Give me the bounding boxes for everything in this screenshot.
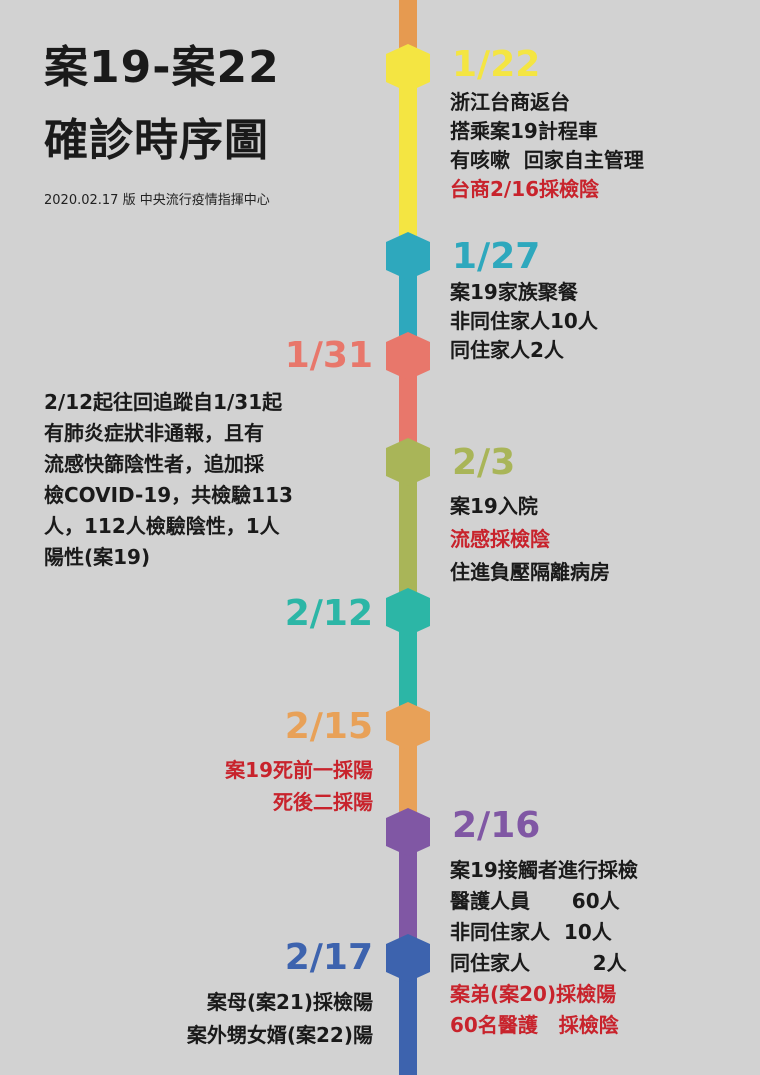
timeline-marker-hexagon [386, 588, 430, 636]
event-line-highlight: 流感採檢陰 [450, 527, 550, 551]
date-2-15: 2/15 [284, 706, 373, 747]
event-line: 案19接觸者進行採檢 [450, 858, 638, 882]
event-line-highlight: 60名醫護 採檢陰 [450, 1013, 619, 1037]
event-line: 案外甥女婿(案22)陽 [186, 1023, 373, 1047]
event-line-highlight: 案19死前一採陽 [225, 758, 373, 782]
date-1-31: 1/31 [284, 335, 373, 376]
timeline-marker-hexagon [386, 702, 430, 750]
date-2-12: 2/12 [284, 593, 373, 634]
event-line: 案母(案21)採檢陽 [206, 990, 373, 1014]
event-2-3-text: 案19入院 流感採檢陰 住進負壓隔離病房 [450, 490, 610, 589]
event-line: 同住家人 2人 [450, 951, 627, 975]
event-line: 陽性(案19) [44, 545, 151, 569]
event-line: 浙江台商返台 [450, 90, 570, 114]
title-line-1: 案19-案22 [44, 42, 280, 93]
title-line-2: 確診時序圖 [44, 115, 269, 166]
timeline-marker-hexagon [386, 438, 430, 486]
event-line: 檢COVID-19，共檢驗113 [44, 483, 293, 507]
event-line: 2/12起往回追蹤自1/31起 [44, 390, 283, 414]
timeline-segment [399, 0, 417, 48]
event-2-16-text: 案19接觸者進行採檢 醫護人員 60人 非同住家人 10人 同住家人 2人 案弟… [450, 855, 638, 1041]
date-1-22: 1/22 [452, 44, 541, 85]
timeline-segment [399, 48, 417, 236]
event-line: 人，112人檢驗陰性，1人 [44, 514, 280, 538]
date-2-16: 2/16 [452, 805, 541, 846]
timeline-marker-hexagon [386, 332, 430, 380]
event-line: 住進負壓隔離病房 [450, 560, 610, 584]
event-line: 醫護人員 60人 [450, 889, 620, 913]
event-line-highlight: 死後二採陽 [273, 790, 373, 814]
subtitle: 2020.02.17 版 中央流行疫情指揮中心 [44, 193, 270, 208]
event-line: 非同住家人 10人 [450, 920, 612, 944]
event-line: 案19家族聚餐 [450, 280, 578, 304]
timeline-marker-hexagon [386, 232, 430, 280]
date-1-27: 1/27 [452, 236, 541, 277]
event-1-27-text: 案19家族聚餐 非同住家人10人 同住家人2人 [450, 278, 598, 365]
event-line: 案19入院 [450, 494, 538, 518]
event-line-highlight: 台商2/16採檢陰 [450, 177, 600, 201]
event-line: 有咳嗽 回家自主管理 [450, 148, 644, 172]
event-1-22-text: 浙江台商返台 搭乘案19計程車 有咳嗽 回家自主管理 台商2/16採檢陰 [450, 88, 644, 204]
event-1-31-text: 2/12起往回追蹤自1/31起 有肺炎症狀非通報，且有 流感快篩陰性者，追加採 … [44, 387, 293, 573]
event-line: 搭乘案19計程車 [450, 119, 598, 143]
event-line: 流感快篩陰性者，追加採 [44, 452, 264, 476]
event-line: 同住家人2人 [450, 338, 564, 362]
event-2-15-text: 案19死前一採陽 死後二採陽 [225, 754, 373, 818]
timeline-marker-hexagon [386, 44, 430, 92]
date-2-17: 2/17 [284, 937, 373, 978]
event-line: 非同住家人10人 [450, 309, 598, 333]
date-2-3: 2/3 [452, 442, 516, 483]
timeline-marker-hexagon [386, 934, 430, 982]
event-line-highlight: 案弟(案20)採檢陽 [450, 982, 617, 1006]
event-line: 有肺炎症狀非通報，且有 [44, 421, 264, 445]
event-2-17-text: 案母(案21)採檢陽 案外甥女婿(案22)陽 [187, 986, 373, 1052]
timeline-marker-hexagon [386, 808, 430, 856]
